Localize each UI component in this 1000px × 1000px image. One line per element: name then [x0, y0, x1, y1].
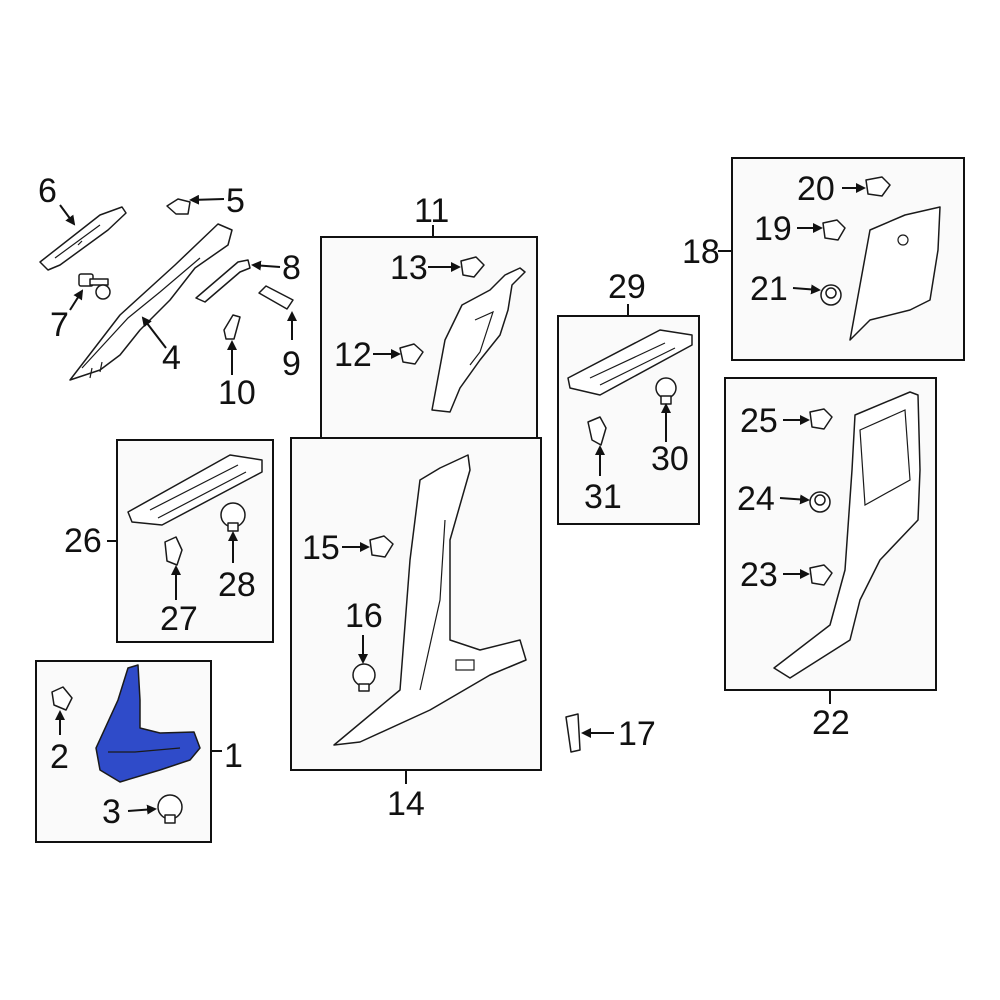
scuff-plate-part-26[interactable]: [127, 454, 263, 526]
clip-part-25[interactable]: [809, 408, 833, 430]
push-pin-part-21[interactable]: [820, 284, 842, 306]
callout-22: 22: [812, 704, 850, 742]
push-pin-part-16[interactable]: [352, 663, 376, 692]
callout-11: 11: [414, 192, 449, 230]
highlighted-trim-part-1[interactable]: [95, 664, 201, 783]
clip-part-13[interactable]: [460, 256, 485, 278]
callout-18: 18: [682, 233, 720, 271]
callout-15: 15: [302, 529, 340, 567]
group-box-11: [320, 236, 538, 456]
clip-part-27[interactable]: [164, 536, 183, 566]
scuff-plate-part-29[interactable]: [567, 329, 693, 396]
quarter-trim-part-18[interactable]: [849, 206, 941, 341]
callout-31: 31: [584, 478, 622, 516]
callout-23: 23: [740, 556, 778, 594]
callout-5: 5: [226, 182, 245, 220]
callout-19: 19: [754, 210, 792, 248]
pillar-trim-part-11[interactable]: [431, 267, 526, 413]
clip-part-23[interactable]: [809, 564, 833, 586]
clip-part-10[interactable]: [223, 314, 241, 340]
callout-20: 20: [797, 170, 835, 208]
callout-26: 26: [64, 522, 102, 560]
clip-part-19[interactable]: [822, 219, 846, 241]
callout-9: 9: [282, 345, 301, 383]
push-pin-part-24[interactable]: [809, 491, 831, 513]
pillar-trim-part[interactable]: [69, 223, 233, 381]
clip-part-20[interactable]: [865, 176, 891, 197]
callout-17: 17: [618, 715, 656, 753]
callout-13: 13: [390, 249, 428, 287]
callout-12: 12: [334, 336, 372, 374]
bolt-part-7[interactable]: [78, 273, 111, 300]
clip-part-15[interactable]: [369, 535, 394, 558]
callout-2: 2: [50, 738, 69, 776]
callout-7: 7: [50, 306, 69, 344]
center-pillar-trim-part-14[interactable]: [333, 454, 527, 746]
callout-16: 16: [345, 597, 383, 635]
clip-part-5[interactable]: [166, 198, 191, 215]
clip-part-2[interactable]: [51, 686, 73, 711]
pin-part-9[interactable]: [258, 285, 294, 310]
callout-30: 30: [651, 440, 689, 478]
callout-8: 8: [282, 249, 301, 287]
callout-3: 3: [102, 793, 121, 831]
callout-27: 27: [160, 600, 198, 638]
callout-6: 6: [38, 172, 57, 210]
callout-14: 14: [387, 785, 425, 823]
push-pin-part-3[interactable]: [157, 794, 183, 824]
callout-29: 29: [608, 268, 646, 306]
clip-part-12[interactable]: [399, 343, 424, 365]
callout-28: 28: [218, 566, 256, 604]
callout-24: 24: [737, 480, 775, 518]
callout-21: 21: [750, 270, 788, 308]
callout-1: 1: [224, 737, 243, 775]
clip-part-31[interactable]: [587, 416, 607, 446]
rear-pillar-trim-part-22[interactable]: [773, 391, 921, 679]
callout-25: 25: [740, 402, 778, 440]
callout-4: 4: [162, 339, 181, 377]
bracket-part-6[interactable]: [39, 206, 127, 271]
push-pin-part-30[interactable]: [655, 377, 677, 405]
push-pin-part-28[interactable]: [220, 502, 246, 532]
clip-part-17[interactable]: [565, 713, 581, 753]
grab-handle-part-8[interactable]: [195, 259, 251, 303]
callout-10: 10: [218, 374, 256, 412]
